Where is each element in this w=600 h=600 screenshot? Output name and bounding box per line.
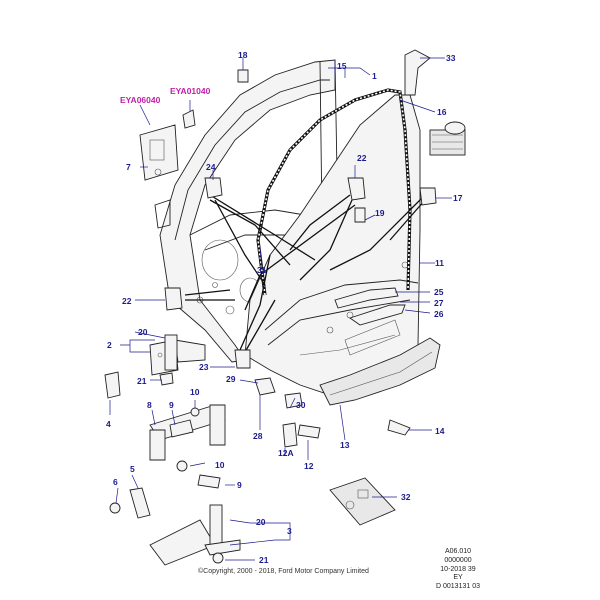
- seal-roll: [429, 121, 466, 156]
- fasteners: [104, 371, 411, 519]
- striker-plate: [139, 124, 179, 181]
- upper-hinge: [149, 334, 206, 376]
- callout-11: 11: [435, 258, 444, 268]
- lower-hinge: [149, 504, 241, 566]
- meta-line-2: 0000000: [444, 556, 472, 564]
- callout-16: 16: [437, 107, 447, 117]
- callout-17: 17: [453, 193, 463, 203]
- callout-12: 12: [304, 461, 314, 471]
- callout-8: 8: [147, 400, 152, 410]
- callout-19: 19: [375, 208, 385, 218]
- callout-15: 15: [337, 61, 347, 71]
- clips: [164, 177, 437, 369]
- leader-lines: [109, 57, 452, 561]
- callout-33: 33: [446, 53, 456, 63]
- callout-30: 30: [296, 400, 306, 410]
- check-strap: [404, 49, 431, 96]
- meta-line-5: D 0013131 03: [436, 583, 480, 590]
- callout-9: 9: [169, 400, 174, 410]
- label-plate: [329, 477, 396, 526]
- callout-9-lower: 9: [237, 480, 242, 490]
- callout-12A: 12A: [278, 448, 294, 458]
- meta-line-1: A06.010: [444, 548, 472, 555]
- illustration-metadata: A06.010 0000000 10-2018 39 EY D 0013131 …: [418, 548, 498, 592]
- callout-5: 5: [130, 464, 135, 474]
- callout-24: 24: [206, 162, 216, 172]
- callout-14: 14: [435, 426, 445, 436]
- callout-10-lower: 10: [215, 460, 225, 470]
- callout-25: 25: [434, 287, 444, 297]
- weatherstrip-seal: [256, 88, 412, 296]
- reference-code-eya06040[interactable]: EYA06040: [120, 95, 161, 105]
- callout-7: 7: [126, 162, 131, 172]
- callout-31: 31: [257, 265, 267, 275]
- callout-22-lower: 22: [122, 296, 132, 306]
- callout-18: 18: [238, 50, 248, 60]
- clip-arrows: [184, 194, 426, 353]
- callout-20-upper: 20: [138, 327, 148, 337]
- callout-3: 3: [287, 526, 292, 536]
- clip-18: [182, 69, 249, 129]
- meta-line-4: EY: [453, 574, 463, 582]
- callout-20-lower: 20: [256, 517, 266, 527]
- callout-4: 4: [106, 419, 111, 429]
- meta-line-3: 10-2018 39: [440, 565, 476, 573]
- callout-1: 1: [372, 71, 377, 81]
- callout-21-lower: 21: [259, 555, 269, 565]
- callout-29: 29: [226, 374, 236, 384]
- callout-32: 32: [401, 492, 411, 502]
- callout-2: 2: [107, 340, 112, 350]
- callout-21-upper: 21: [137, 376, 147, 386]
- callout-28: 28: [253, 431, 263, 441]
- door-handle: [334, 287, 406, 326]
- door-check: [149, 404, 226, 472]
- callout-23: 23: [199, 362, 209, 372]
- copyright-notice: ©Copyright, 2000 - 2018, Ford Motor Comp…: [198, 568, 369, 575]
- callout-6: 6: [113, 477, 118, 487]
- callout-27: 27: [434, 298, 444, 308]
- lower-moulding: [319, 337, 441, 406]
- reference-code-eya01040[interactable]: EYA01040: [170, 86, 211, 96]
- callout-13: 13: [340, 440, 350, 450]
- callout-26: 26: [434, 309, 444, 319]
- callout-10-upper: 10: [190, 387, 200, 397]
- callout-22-upper: 22: [357, 153, 367, 163]
